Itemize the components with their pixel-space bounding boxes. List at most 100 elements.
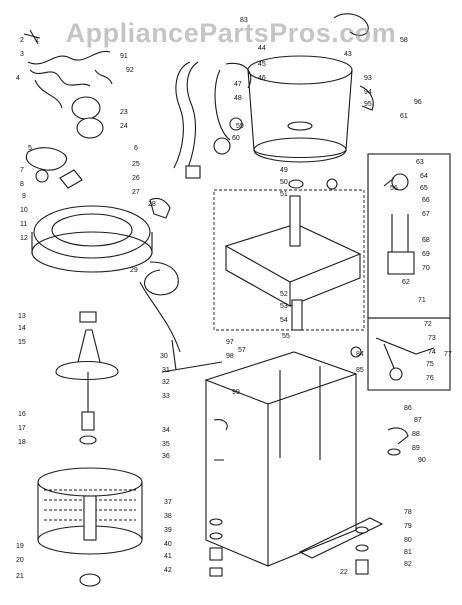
callout-34: 34 xyxy=(162,427,170,434)
callout-9: 9 xyxy=(22,193,26,200)
callout-11: 11 xyxy=(20,221,27,228)
callout-77: 77 xyxy=(444,351,452,358)
callout-51: 51 xyxy=(280,191,288,198)
right-cabinet-parts xyxy=(350,346,409,456)
callout-41: 41 xyxy=(164,553,172,560)
callout-88: 88 xyxy=(412,431,420,438)
callout-32: 32 xyxy=(162,379,170,386)
callout-37: 37 xyxy=(164,499,172,506)
callout-67: 67 xyxy=(422,211,430,218)
callout-79: 79 xyxy=(404,523,412,530)
callout-6: 6 xyxy=(134,145,138,152)
callout-49: 49 xyxy=(280,167,288,174)
callout-35: 35 xyxy=(162,441,170,448)
callout-8: 8 xyxy=(20,181,24,188)
callout-95: 95 xyxy=(364,101,372,108)
callout-23: 23 xyxy=(120,109,128,116)
callout-99: 99 xyxy=(232,389,240,396)
callout-55: 55 xyxy=(282,333,290,340)
callout-12: 12 xyxy=(20,235,28,242)
callout-33: 33 xyxy=(162,393,170,400)
agitator xyxy=(55,311,119,445)
callout-13: 13 xyxy=(18,313,26,320)
callout-89: 89 xyxy=(412,445,420,452)
callout-57: 57 xyxy=(238,347,246,354)
callout-84: 84 xyxy=(356,351,364,358)
tub-cover-assembly xyxy=(31,205,153,273)
callout-4: 4 xyxy=(16,75,20,82)
callout-58: 58 xyxy=(400,37,408,44)
callout-74: 74 xyxy=(428,349,436,356)
callout-3: 3 xyxy=(20,51,24,58)
callout-18: 18 xyxy=(18,439,26,446)
cabinet-frame xyxy=(161,339,358,567)
callout-72: 72 xyxy=(424,321,432,328)
callout-10: 10 xyxy=(20,207,28,214)
callout-17: 17 xyxy=(18,425,26,432)
callout-2: 2 xyxy=(20,37,24,44)
callout-78: 78 xyxy=(404,509,412,516)
callout-86: 86 xyxy=(404,405,412,412)
callout-70: 70 xyxy=(422,265,430,272)
callout-52: 52 xyxy=(280,291,288,298)
callout-27: 27 xyxy=(132,189,140,196)
callout-30: 30 xyxy=(160,353,168,360)
callout-69: 69 xyxy=(422,251,430,258)
callout-64: 64 xyxy=(420,173,428,180)
callout-36: 36 xyxy=(162,453,170,460)
callout-16: 16 xyxy=(18,411,26,418)
callout-48: 48 xyxy=(234,95,242,102)
callout-40: 40 xyxy=(164,541,172,548)
callout-7: 7 xyxy=(20,167,24,174)
callout-28: 28 xyxy=(148,201,156,208)
callout-60: 60 xyxy=(232,135,240,142)
callout-93: 93 xyxy=(364,75,372,82)
left-small-parts xyxy=(26,147,83,189)
spin-basket xyxy=(37,467,143,587)
callout-53: 53 xyxy=(280,303,288,310)
callout-54: 54 xyxy=(280,317,288,324)
callout-92: 92 xyxy=(126,67,134,74)
callout-26: 26 xyxy=(132,175,140,182)
callout-97: 97 xyxy=(226,339,234,346)
callout-96: 96 xyxy=(414,99,422,106)
pump-hoses xyxy=(173,61,201,179)
callout-61: 61 xyxy=(400,113,408,120)
callout-91: 91 xyxy=(120,53,128,60)
callout-42: 42 xyxy=(164,567,172,574)
outer-tub xyxy=(213,55,353,163)
callout-98: 98 xyxy=(226,353,234,360)
callout-31: 31 xyxy=(162,367,170,374)
callout-75: 75 xyxy=(426,361,434,368)
callout-65: 65 xyxy=(420,185,428,192)
callout-56: 56 xyxy=(390,185,398,192)
callout-44: 44 xyxy=(258,45,266,52)
callout-15: 15 xyxy=(18,339,26,346)
callout-46: 46 xyxy=(258,75,266,82)
callout-63: 63 xyxy=(416,159,424,166)
callout-29: 29 xyxy=(130,267,138,274)
callout-5: 5 xyxy=(28,145,32,152)
callout-68: 68 xyxy=(422,237,430,244)
callout-19: 19 xyxy=(16,543,24,550)
callout-43: 43 xyxy=(344,51,352,58)
callout-25: 25 xyxy=(132,161,140,168)
callout-81: 81 xyxy=(404,549,412,556)
transmission-assembly xyxy=(213,179,365,331)
callout-71: 71 xyxy=(418,297,426,304)
callout-22: 22 xyxy=(340,569,348,576)
leveling-legs xyxy=(209,517,384,577)
callout-82: 82 xyxy=(404,561,412,568)
callout-39: 39 xyxy=(164,527,172,534)
callout-73: 73 xyxy=(428,335,436,342)
brake-inset xyxy=(367,153,451,391)
callout-83: 83 xyxy=(240,17,248,24)
callout-66: 66 xyxy=(422,197,430,204)
callout-47: 47 xyxy=(234,81,242,88)
callout-59: 59 xyxy=(236,123,244,130)
callout-21: 21 xyxy=(16,573,24,580)
callout-1: 1 xyxy=(35,37,39,44)
